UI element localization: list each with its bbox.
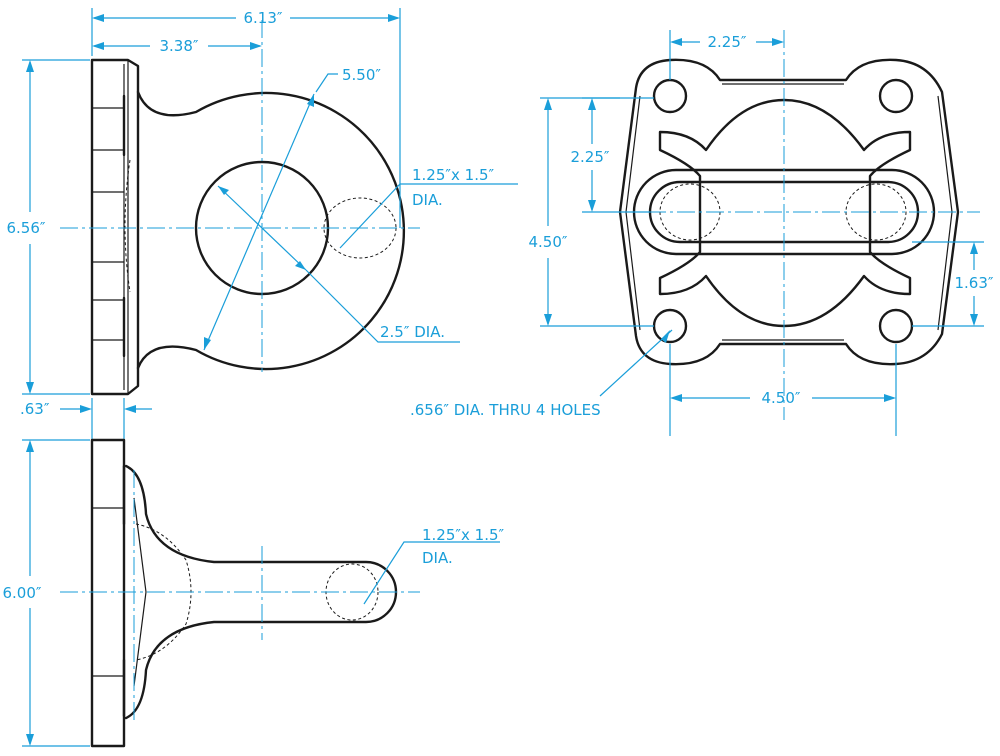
top-view [60,438,420,748]
dim-lower-offset: 1.63″ [954,274,993,292]
dim-hole-diameter: 2.5″ DIA. [380,323,445,341]
top-slot-callout-line2: DIA. [422,549,453,567]
top-slot-callout-line1: 1.25″x 1.5″ [422,526,505,544]
dim-flange-thickness: .63″ [20,400,50,418]
side-dimensions: 2.25″ 4.50″ 2.25″ 1.63″ 4.50″ [410,30,994,436]
front-lug-outline [136,90,406,371]
front-slot-callout-line2: DIA. [412,191,443,209]
mount-hole-bottom-left [652,308,688,344]
side-view [590,30,980,420]
side-slot-outline [648,180,920,244]
front-view [60,20,420,396]
mount-hole-top-left [652,78,688,114]
mount-hole-bottom-right [878,308,914,344]
front-flange-outline [90,58,140,396]
dim-hole-spacing-top: 2.25″ [707,33,746,51]
front-slot-callout-line1: 1.25″x 1.5″ [412,166,495,184]
dim-overall-width: 6.13″ [243,9,282,27]
top-dimensions: 6.00″ 1.25″x 1.5″ DIA. [2,439,505,747]
dim-front-height: 6.56″ [6,219,45,237]
top-flange-outline [90,438,126,748]
dim-boss-offset: 3.38″ [159,37,198,55]
holes-callout: .656″ DIA. THRU 4 HOLES [410,401,601,419]
dim-top-height: 6.00″ [2,584,41,602]
front-dimensions: 6.13″ 3.38″ 5.50″ 1.25″x 1.5″ DIA. 6.56″… [6,8,518,440]
side-plate-outline [618,58,960,366]
dim-overall-height: 4.50″ [528,233,567,251]
mount-hole-top-right [878,78,914,114]
dim-inner-vertical: 2.25″ [570,148,609,166]
dim-hole-spacing-bottom: 4.50″ [761,389,800,407]
side-inner-recess [658,98,912,328]
dim-outer-diameter: 5.50″ [342,66,381,84]
